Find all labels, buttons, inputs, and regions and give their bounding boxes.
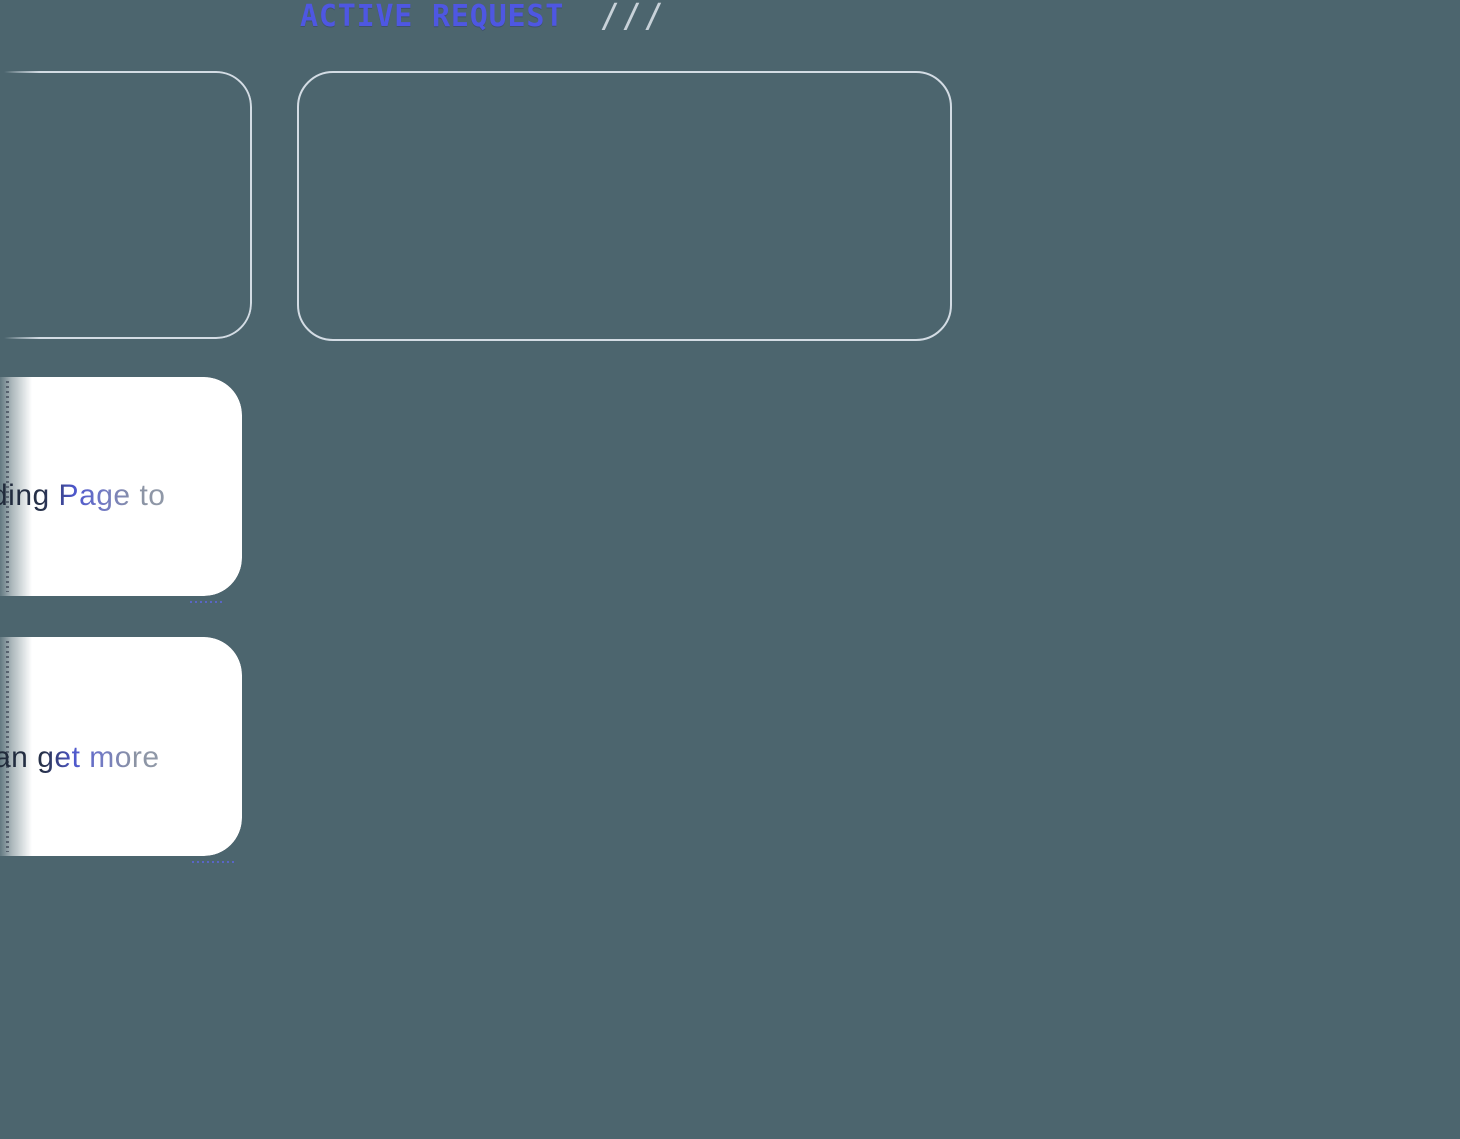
section-title: ACTIVE REQUEST	[300, 0, 565, 34]
triple-slash-icon: ///	[600, 0, 666, 35]
dither-edge	[6, 381, 9, 592]
card-text: an get more	[0, 743, 160, 773]
feature-card-get-more	[0, 637, 242, 856]
card-text: ding Page to	[0, 481, 165, 511]
feature-card-landing-page	[0, 377, 242, 596]
outline-panel-main	[297, 71, 952, 341]
dotted-accent	[190, 601, 224, 603]
outline-panel-left	[0, 71, 252, 339]
dither-edge	[6, 641, 9, 852]
dotted-accent	[192, 861, 234, 863]
